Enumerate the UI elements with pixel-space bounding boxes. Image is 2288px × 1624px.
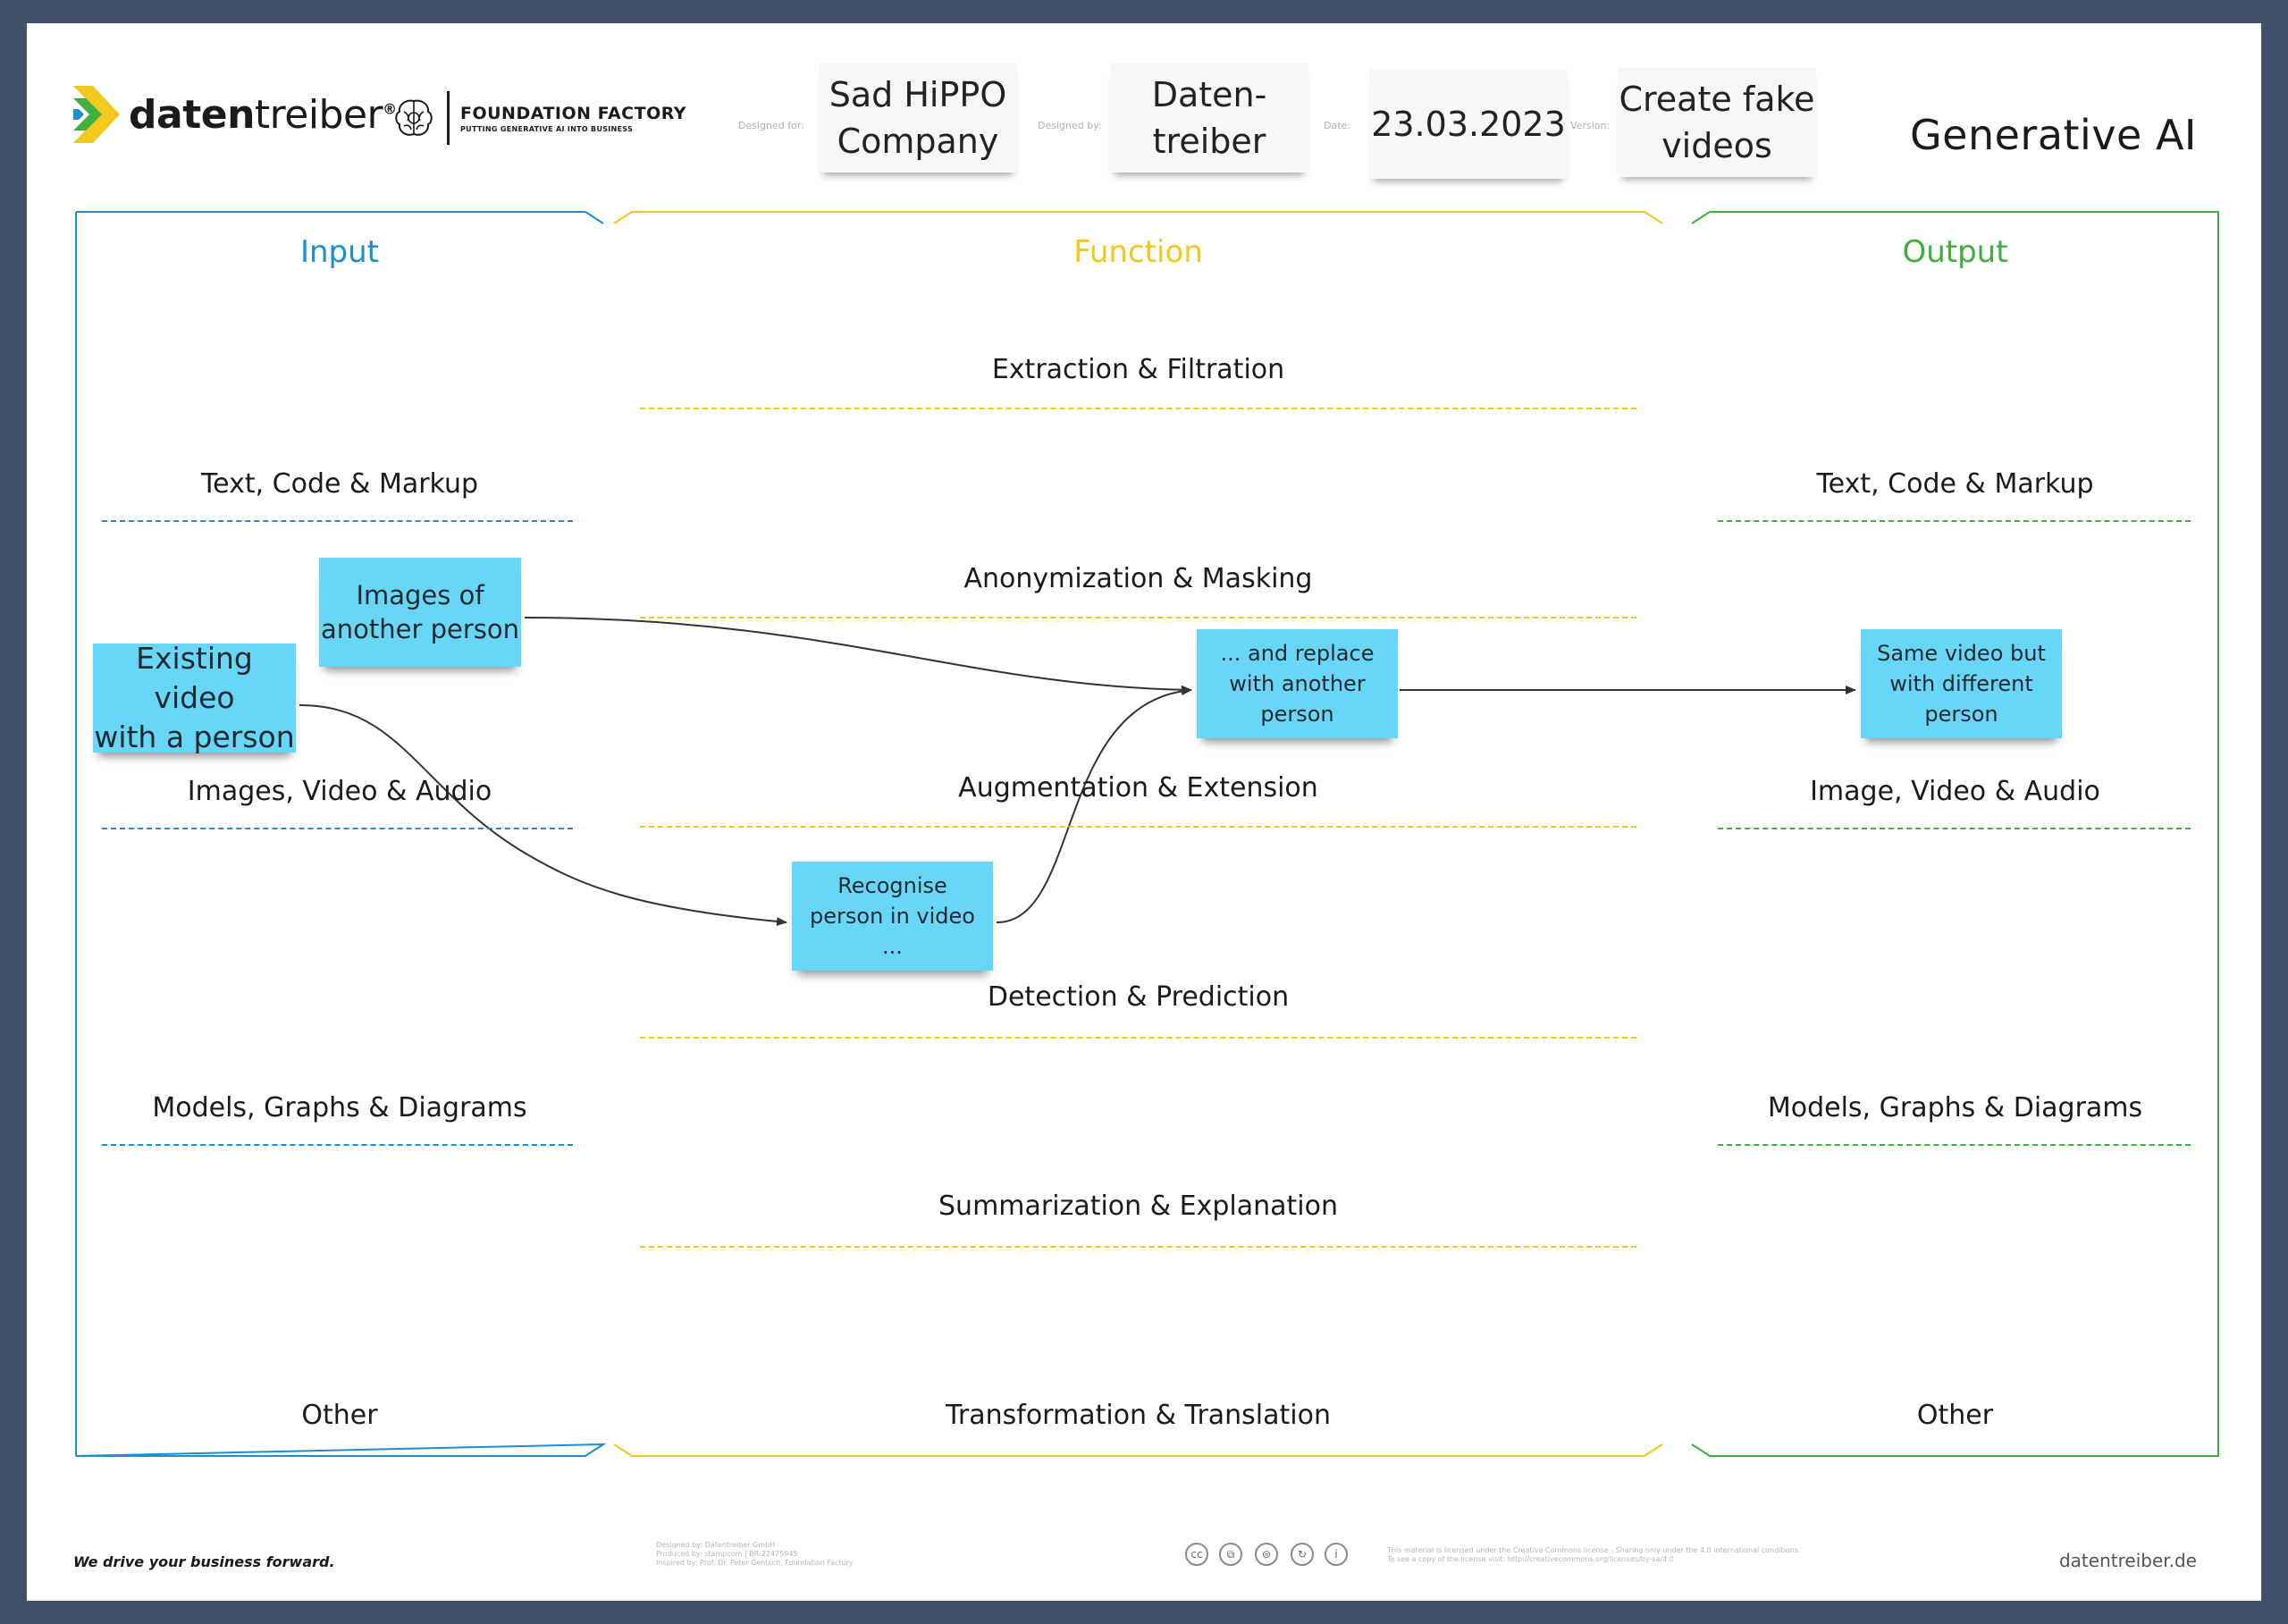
cc-icon: cc [1185, 1543, 1208, 1566]
foundation-factory-logo: FOUNDATION FACTORY PUTTING GENERATIVE AI… [391, 91, 686, 145]
copy-icon: ⧉ [1219, 1543, 1242, 1566]
connector-images-to-replace [524, 617, 1192, 694]
output-row-divider [1718, 828, 2191, 829]
sticky-existing-video[interactable]: Existing video with a person [93, 641, 296, 754]
output-column-title: Output [1902, 234, 2008, 270]
output-row-text-code-markup: Text, Code & Markup [1816, 468, 2094, 500]
date-note[interactable]: 23.03.2023 [1369, 70, 1568, 179]
attribution-icon: i [1325, 1543, 1348, 1566]
output-row-models-graphs-diagrams: Models, Graphs & Diagrams [1767, 1092, 2143, 1123]
function-row-summarization-explanation: Summarization & Explanation [938, 1191, 1338, 1222]
function-row-divider [640, 1246, 1636, 1248]
brand-name-light: treiber [254, 91, 383, 138]
output-row-divider [1718, 1144, 2191, 1146]
version-note[interactable]: Create fake videos [1618, 68, 1816, 177]
input-row-images-video-audio: Images, Video & Audio [187, 776, 492, 807]
function-row-extraction-filtration: Extraction & Filtration [991, 354, 1285, 385]
input-row-text-code-markup: Text, Code & Markup [200, 468, 479, 500]
sticky-replace-person[interactable]: ... and replace with another person [1197, 629, 1398, 738]
license-icons: cc ⧉ ⊜ ↻ i [1185, 1543, 1382, 1569]
input-row-divider [102, 520, 573, 522]
sticky-images-of-another-person[interactable]: Images of another person [319, 558, 521, 667]
output-row-image-video-audio: Image, Video & Audio [1810, 776, 2100, 807]
function-row-divider [640, 1037, 1636, 1039]
datentreiber-logo: datentreiber® [73, 86, 397, 143]
footer-url[interactable]: datentreiber.de [2058, 1550, 2197, 1571]
designed-for-label: Designed for: [738, 120, 804, 131]
foundation-factory-text: FOUNDATION FACTORY PUTTING GENERATIVE AI… [460, 104, 686, 133]
version-label: Version: [1570, 120, 1611, 131]
footer-license: This material is licensed under the Crea… [1387, 1546, 1801, 1563]
output-row-other: Other [1916, 1400, 1994, 1431]
function-row-divider [640, 617, 1636, 618]
function-row-anonymization-masking: Anonymization & Masking [963, 563, 1313, 594]
input-row-models-graphs-diagrams: Models, Graphs & Diagrams [152, 1092, 527, 1123]
no-derivatives-icon: ⊜ [1255, 1543, 1278, 1566]
designed-for-note[interactable]: Sad HiPPO Company [819, 63, 1017, 172]
input-row-other: Other [301, 1400, 378, 1431]
sticky-same-video-output[interactable]: Same video but with different person [1861, 629, 2062, 738]
date-label: Date: [1324, 120, 1350, 131]
brand-name-bold: daten [129, 91, 255, 138]
designed-by-label: Designed by: [1038, 120, 1102, 131]
page-title: Generative AI [1910, 111, 2197, 159]
output-frame [1691, 211, 2219, 1457]
brand-name: datentreiber® [129, 92, 397, 138]
function-row-augmentation-extension: Augmentation & Extension [958, 772, 1318, 804]
connector-video-to-recognise [299, 704, 787, 926]
canvas-frames [75, 211, 2219, 1457]
foundation-factory-title: FOUNDATION FACTORY [460, 103, 687, 123]
function-row-detection-prediction: Detection & Prediction [987, 981, 1290, 1013]
input-column-title: Input [299, 234, 380, 270]
share-alike-icon: ↻ [1291, 1543, 1314, 1566]
footer-credits: Designed by: Datentreiber GmbH Produced … [656, 1541, 854, 1567]
input-frame [75, 211, 607, 1457]
foundation-factory-subtitle: PUTTING GENERATIVE AI INTO BUSINESS [460, 124, 634, 133]
canvas: datentreiber® FOUNDATION FACTORY PUTTING… [27, 23, 2261, 1601]
function-row-divider [640, 408, 1636, 409]
connector-recognise-to-replace [996, 686, 1192, 923]
function-column-title: Function [1073, 234, 1203, 270]
sticky-recognise-person[interactable]: Recognise person in video ... [792, 862, 993, 971]
function-frame [613, 211, 1663, 1457]
function-row-divider [640, 826, 1636, 828]
input-row-divider [102, 828, 573, 829]
brain-icon [395, 99, 433, 136]
designed-by-note[interactable]: Daten- treiber [1110, 63, 1308, 172]
chevron-logo-icon [73, 86, 120, 143]
input-row-divider [102, 1144, 573, 1146]
logo-divider [447, 91, 450, 145]
footer-slogan: We drive your business forward. [73, 1553, 335, 1570]
function-row-transformation-translation: Transformation & Translation [945, 1400, 1331, 1431]
output-row-divider [1718, 520, 2191, 522]
registered-mark: ® [383, 99, 397, 117]
